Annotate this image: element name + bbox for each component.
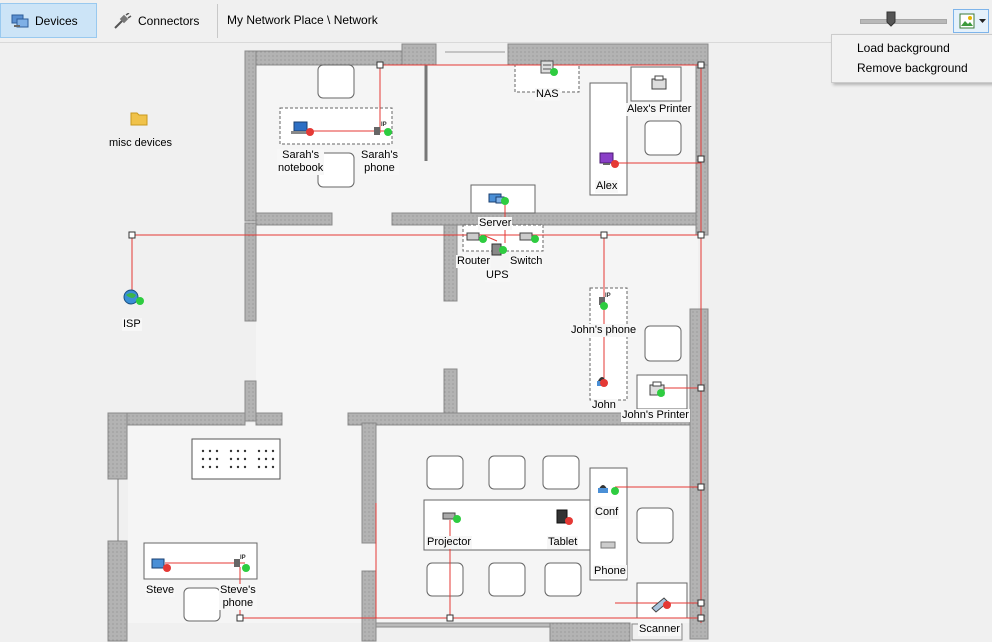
folder-label[interactable]: misc devices bbox=[109, 137, 172, 149]
zoom-slider-thumb[interactable] bbox=[886, 11, 896, 27]
steve-computer-icon bbox=[151, 558, 171, 572]
john-computer-icon bbox=[597, 377, 608, 387]
picture-icon bbox=[959, 13, 975, 29]
laptop-icon bbox=[291, 121, 314, 136]
sarahs-notebook-label[interactable]: Sarah's notebook bbox=[277, 149, 325, 175]
alex-label[interactable]: Alex bbox=[595, 180, 619, 193]
phone-icon bbox=[600, 541, 616, 549]
svg-text:IP: IP bbox=[240, 555, 246, 561]
ups-icon bbox=[491, 243, 507, 256]
conf-computer-icon bbox=[598, 485, 619, 495]
link-handles bbox=[128, 61, 705, 622]
server-icon bbox=[488, 193, 509, 205]
nas-icon bbox=[540, 60, 558, 76]
scanner-icon bbox=[651, 597, 671, 613]
globe-icon bbox=[123, 289, 144, 305]
breadcrumb: My Network Place \ Network bbox=[227, 13, 378, 27]
svg-text:IP: IP bbox=[381, 122, 387, 128]
projector-icon bbox=[442, 512, 461, 523]
tablet-icon bbox=[556, 509, 573, 525]
folder-icon bbox=[130, 112, 148, 126]
background-menu: Load background Remove background bbox=[831, 34, 992, 83]
nas-label[interactable]: NAS bbox=[535, 88, 560, 101]
steve-label[interactable]: Steve bbox=[145, 584, 176, 597]
ups-label[interactable]: UPS bbox=[485, 269, 510, 282]
connectors-tab-label: Connectors bbox=[138, 13, 200, 28]
alex-printer-icon bbox=[651, 75, 667, 90]
sarahs-phone-label[interactable]: Sarah's phone bbox=[360, 149, 399, 175]
phone-label[interactable]: Phone bbox=[593, 565, 627, 578]
connectors-tab-button[interactable]: Connectors bbox=[104, 3, 214, 38]
plug-icon bbox=[114, 12, 132, 29]
switch-icon bbox=[519, 232, 539, 243]
svg-text:IP: IP bbox=[605, 293, 611, 299]
server-label[interactable]: Server bbox=[478, 217, 513, 230]
johns-printer-label[interactable]: John's Printer bbox=[621, 409, 690, 422]
steves-phone-label[interactable]: Steve's phone bbox=[219, 584, 257, 610]
tablet-label[interactable]: Tablet bbox=[547, 536, 579, 549]
router-icon bbox=[466, 232, 487, 243]
steve-phone-icon: IP bbox=[234, 555, 250, 572]
john-label[interactable]: John bbox=[591, 399, 617, 412]
chevron-down-icon bbox=[979, 19, 986, 23]
switch-label[interactable]: Switch bbox=[509, 255, 544, 268]
sofa-pattern bbox=[201, 449, 275, 469]
john-printer-icon bbox=[649, 381, 665, 397]
toolbar-separator bbox=[217, 4, 218, 38]
menu-item-load-background[interactable]: Load background bbox=[857, 41, 950, 55]
zoom-slider[interactable] bbox=[860, 19, 947, 24]
toolbar: Devices Connectors My Network Place \ Ne… bbox=[0, 0, 992, 43]
ip-phone-icon: IP bbox=[374, 122, 392, 136]
background-dropdown-button[interactable] bbox=[953, 9, 989, 33]
conf-label[interactable]: Conf bbox=[594, 506, 620, 519]
network-canvas[interactable]: IP IP IP misc devices NAS Alex's Printer… bbox=[0, 43, 992, 642]
alex-computer-icon bbox=[599, 152, 619, 168]
devices-tab-label: Devices bbox=[35, 13, 78, 28]
scanner-label[interactable]: Scanner bbox=[638, 623, 681, 636]
alex-printer-label[interactable]: Alex's Printer bbox=[626, 103, 693, 116]
isp-label[interactable]: ISP bbox=[122, 318, 142, 331]
floor-plan: IP IP IP bbox=[107, 43, 709, 642]
devices-tab-button[interactable]: Devices bbox=[0, 3, 97, 38]
projector-label[interactable]: Projector bbox=[426, 536, 473, 549]
router-label[interactable]: Router bbox=[456, 255, 492, 268]
menu-item-remove-background[interactable]: Remove background bbox=[857, 61, 968, 75]
john-phone-icon: IP bbox=[599, 293, 611, 310]
johns-phone-label[interactable]: John's phone bbox=[570, 324, 638, 337]
devices-icon bbox=[11, 14, 29, 27]
